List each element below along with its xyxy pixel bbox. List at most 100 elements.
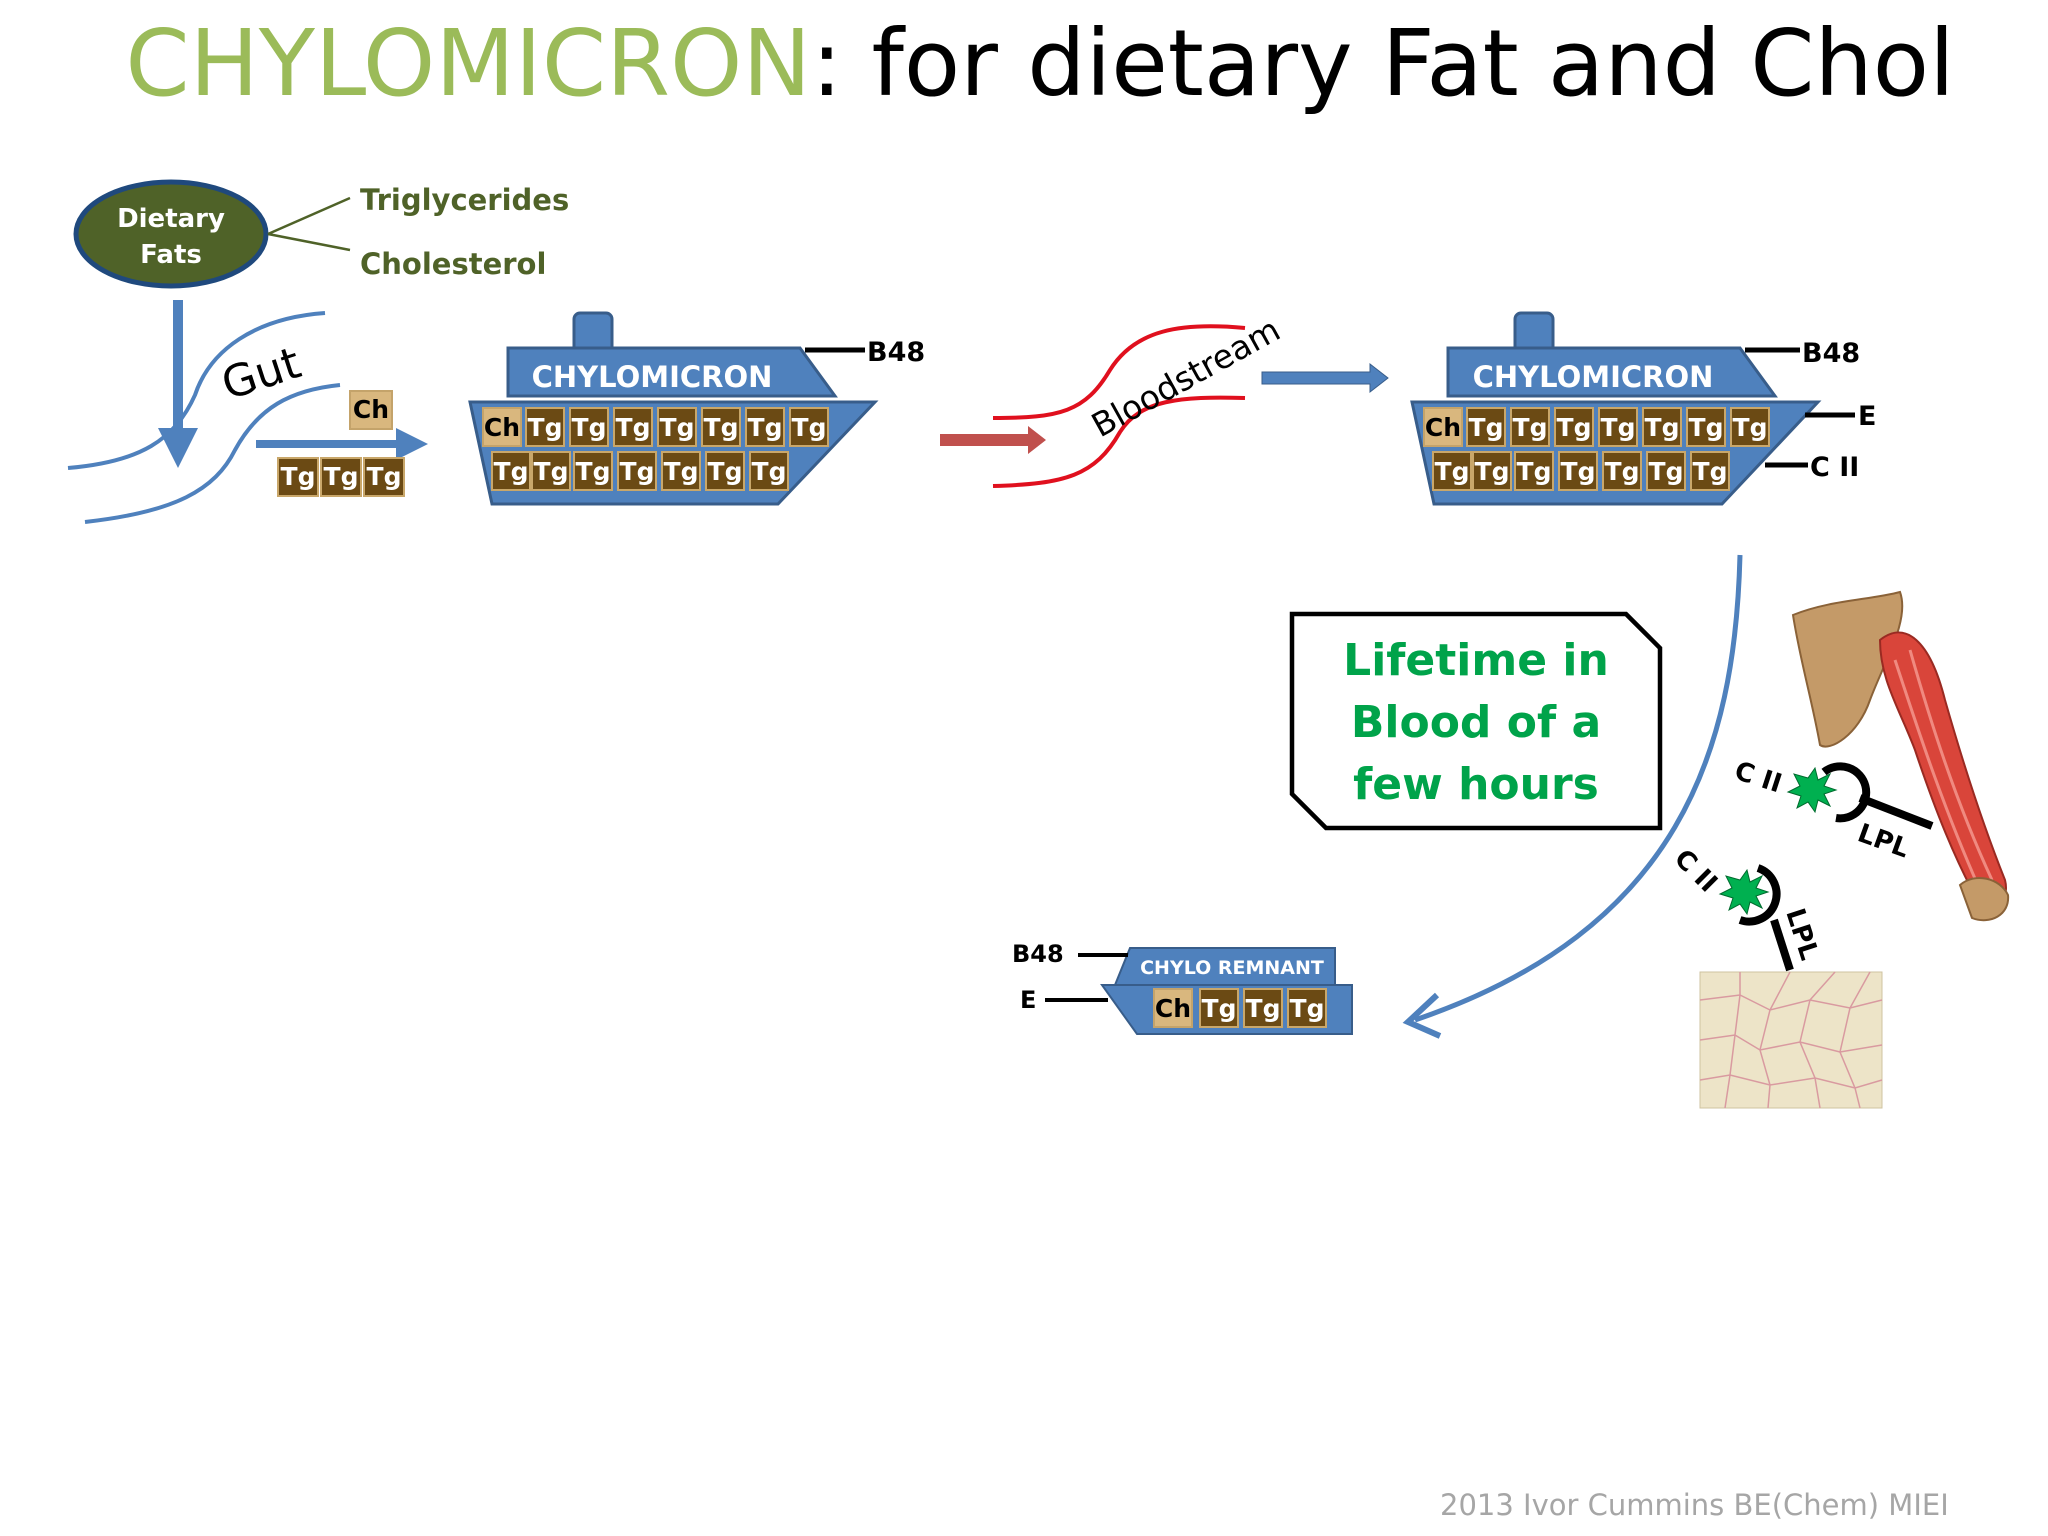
adipose-tissue-image: [1699, 971, 1883, 1109]
slide-title: CHYLOMICRON: for dietary Fat and Chol: [0, 10, 2048, 117]
ship2-tg: Tg: [1645, 413, 1680, 442]
ship2-tg: Tg: [1557, 413, 1592, 442]
gut-tg-row: Tg Tg Tg: [277, 457, 405, 497]
lifetime-line1: Lifetime in: [1343, 635, 1609, 686]
lifetime-line3: few hours: [1353, 759, 1599, 810]
ship2-tg: Tg: [1513, 413, 1548, 442]
gut-wall-upper: [67, 311, 326, 470]
c2-label-upper: C II: [1731, 756, 1785, 799]
lpl-enzyme-upper: C II LPL: [1731, 756, 1934, 864]
ship1-cargo-row2: Tg Tg Tg Tg Tg Tg Tg: [491, 451, 789, 491]
ship1-tg: Tg: [494, 457, 529, 486]
ship2-e-label: E: [1858, 401, 1876, 432]
c2-label-lower: C II: [1668, 844, 1723, 899]
ship1-tg: Tg: [664, 457, 699, 486]
dietary-fats-line2: Fats: [140, 240, 202, 270]
lifetime-box: Lifetime in Blood of a few hours: [1289, 611, 1663, 831]
ship2-tg: Tg: [1517, 457, 1552, 486]
dietary-fats-group: Dietary Fats Triglycerides Cholesterol: [73, 179, 569, 289]
ship2-tg: Tg: [1605, 457, 1640, 486]
ship1-tg: Tg: [704, 413, 739, 442]
lpl-receptor-upper: [1821, 762, 1871, 823]
remnant-ch: Ch: [1155, 994, 1191, 1023]
gut-group: Gut Ch Tg Tg Tg: [67, 300, 428, 524]
gut-tg-2: Tg: [324, 462, 359, 491]
bloodstream-group: Bloodstream: [940, 310, 1389, 488]
remnant-b48-label: B48: [1012, 940, 1064, 968]
ship2-tg: Tg: [1693, 457, 1728, 486]
ship2-tg: Tg: [1601, 413, 1636, 442]
ship2-tg: Tg: [1435, 457, 1470, 486]
ship1-b48-label: B48: [867, 337, 925, 368]
muscle-illustration: [1791, 590, 2010, 922]
triglycerides-label: Triglycerides: [360, 183, 569, 217]
ship1-tg: Tg: [792, 413, 827, 442]
lpl-stem-upper: [1858, 794, 1934, 830]
ship2-tg: Tg: [1469, 413, 1504, 442]
remnant-tg: Tg: [1246, 994, 1281, 1023]
chylomicron-ship-2: CHYLOMICRON B48 E C II Ch Tg Tg Tg Tg Tg: [1410, 311, 1876, 506]
ship1-tg: Tg: [752, 457, 787, 486]
return-curve-arrow: [1414, 554, 1743, 1023]
ship1-cargo-row1: Ch Tg Tg Tg Tg Tg Tg Tg: [482, 407, 829, 447]
ship2-label: CHYLOMICRON: [1473, 360, 1714, 394]
ship1-tg: Tg: [748, 413, 783, 442]
ship1-tg: Tg: [534, 457, 569, 486]
remnant-tg: Tg: [1202, 994, 1237, 1023]
ship2-tg: Tg: [1561, 457, 1596, 486]
bloodstream-vessel-lower: [992, 395, 1246, 488]
c2-star-upper: [1786, 766, 1838, 814]
elbow-joint: [1958, 877, 2010, 922]
title-highlight: CHYLOMICRON: [125, 10, 812, 117]
ship2-c2-label: C II: [1810, 452, 1859, 483]
bloodstream-label: Bloodstream: [1085, 310, 1287, 445]
gut-tg-1: Tg: [281, 462, 316, 491]
ship2-tg: Tg: [1733, 413, 1768, 442]
c2-star-lower: [1718, 868, 1770, 916]
scapula-bone: [1791, 590, 1904, 748]
ship1-ch: Ch: [484, 413, 520, 442]
ship2-cargo-row2: Tg Tg Tg Tg Tg Tg Tg: [1432, 451, 1730, 491]
lpl-enzyme-lower: C II LPL: [1668, 844, 1824, 972]
chylo-remnant-ship: CHYLO REMNANT B48 E Ch Tg Tg Tg: [1012, 940, 1353, 1035]
ship2-cargo-row1: Ch Tg Tg Tg Tg Tg Tg Tg: [1423, 407, 1770, 447]
lpl-label-upper: LPL: [1854, 818, 1913, 864]
ship2-b48-label: B48: [1802, 338, 1860, 369]
ship1-label: CHYLOMICRON: [532, 360, 773, 394]
branch-line-cholesterol: [267, 232, 351, 252]
lpl-receptor-lower: [1738, 864, 1781, 926]
ship1-tg: Tg: [708, 457, 743, 486]
ship1-tg: Tg: [616, 413, 651, 442]
ship2-tg: Tg: [1689, 413, 1724, 442]
ship2-cabin: [1446, 346, 1778, 398]
return-arrowhead: [1402, 992, 1442, 1039]
bloodstream-exit-arrow: [1261, 362, 1389, 394]
cholesterol-label: Cholesterol: [360, 247, 546, 281]
gut-wall-lower: [84, 383, 341, 524]
gut-ch-label: Ch: [353, 395, 389, 424]
ship1-tg: Tg: [528, 413, 563, 442]
chylomicron-ship-1: CHYLOMICRON B48 Ch Tg Tg Tg Tg Tg Tg Tg: [468, 311, 925, 506]
gut-tg-3: Tg: [367, 462, 402, 491]
remnant-e-label: E: [1020, 986, 1036, 1014]
ship1-tg: Tg: [620, 457, 655, 486]
remnant-tg: Tg: [1290, 994, 1325, 1023]
dietary-fats-ellipse: [73, 179, 269, 289]
bloodstream-entry-arrow: [940, 426, 1046, 454]
ship1-tg: Tg: [576, 457, 611, 486]
branch-line-triglycerides: [267, 196, 351, 236]
ship2-tg: Tg: [1649, 457, 1684, 486]
remnant-label: CHYLO REMNANT: [1140, 957, 1324, 979]
ship1-cabin: [506, 346, 838, 398]
footer-credit: 2013 Ivor Cummins BE(Chem) MIEI: [1440, 1488, 1949, 1522]
ship2-tg: Tg: [1475, 457, 1510, 486]
ship1-tg: Tg: [572, 413, 607, 442]
gut-cholesterol-cube: Ch: [349, 390, 393, 430]
title-rest: : for dietary Fat and Chol: [811, 10, 1955, 117]
ship2-ch: Ch: [1425, 413, 1461, 442]
dietary-fats-line1: Dietary: [117, 204, 225, 234]
lifetime-line2: Blood of a: [1351, 697, 1601, 748]
lpl-stem-lower: [1770, 918, 1794, 972]
